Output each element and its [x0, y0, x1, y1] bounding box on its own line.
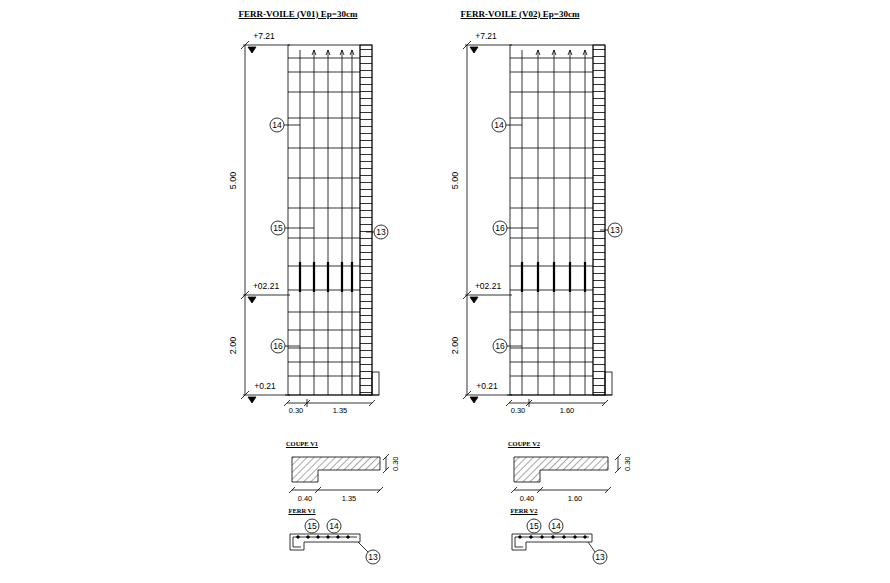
dimension-label: 1.60: [568, 495, 583, 503]
dimension-label: 0.30: [623, 457, 631, 472]
dimension-label: 0.30: [511, 407, 526, 415]
callout-number: 14: [551, 522, 560, 531]
callout-number: 15: [307, 522, 316, 531]
level-label: +02.21: [253, 282, 279, 291]
callout-number: 14: [272, 121, 281, 130]
dimension-label: 2.00: [452, 336, 461, 354]
level-label: +02.21: [475, 282, 501, 291]
level-label: +7.21: [253, 32, 275, 41]
dimension-label: 1.35: [333, 407, 348, 415]
dimension-label: 1.35: [342, 495, 357, 503]
callout-number: 13: [610, 226, 619, 235]
view-title: COUPE V1: [286, 441, 318, 448]
callout-number: 14: [494, 121, 503, 130]
drawing-title: FERR-VOILE (V02) Ep=30cm: [461, 10, 580, 19]
level-label: +7.21: [475, 32, 497, 41]
dimension-label: 0.40: [298, 495, 313, 503]
callout-number: 16: [495, 224, 504, 233]
dimension-label: 0.30: [391, 457, 399, 472]
view-title: FERR V1: [288, 508, 315, 515]
view-title: FERR V2: [510, 508, 537, 515]
callout-number: 15: [273, 224, 282, 233]
callout-number: 16: [495, 342, 504, 351]
callout-number: 13: [376, 228, 385, 237]
callout-number: 13: [595, 553, 604, 562]
dimension-label: 5.00: [230, 171, 239, 189]
dimension-label: 2.00: [230, 336, 239, 354]
view-title: COUPE V2: [508, 441, 540, 448]
drawing-title: FERR-VOILE (V01) Ep=30cm: [239, 10, 358, 19]
dimension-label: 5.00: [452, 171, 461, 189]
dimension-label: 1.60: [560, 407, 575, 415]
callout-number: 15: [529, 522, 538, 531]
dimension-label: 0.40: [520, 495, 535, 503]
callout-number: 14: [329, 522, 338, 531]
dimension-label: 0.30: [289, 407, 304, 415]
level-label: +0.21: [476, 382, 498, 391]
level-label: +0.21: [254, 382, 276, 391]
callout-number: 16: [273, 342, 282, 351]
callout-number: 13: [368, 553, 377, 562]
